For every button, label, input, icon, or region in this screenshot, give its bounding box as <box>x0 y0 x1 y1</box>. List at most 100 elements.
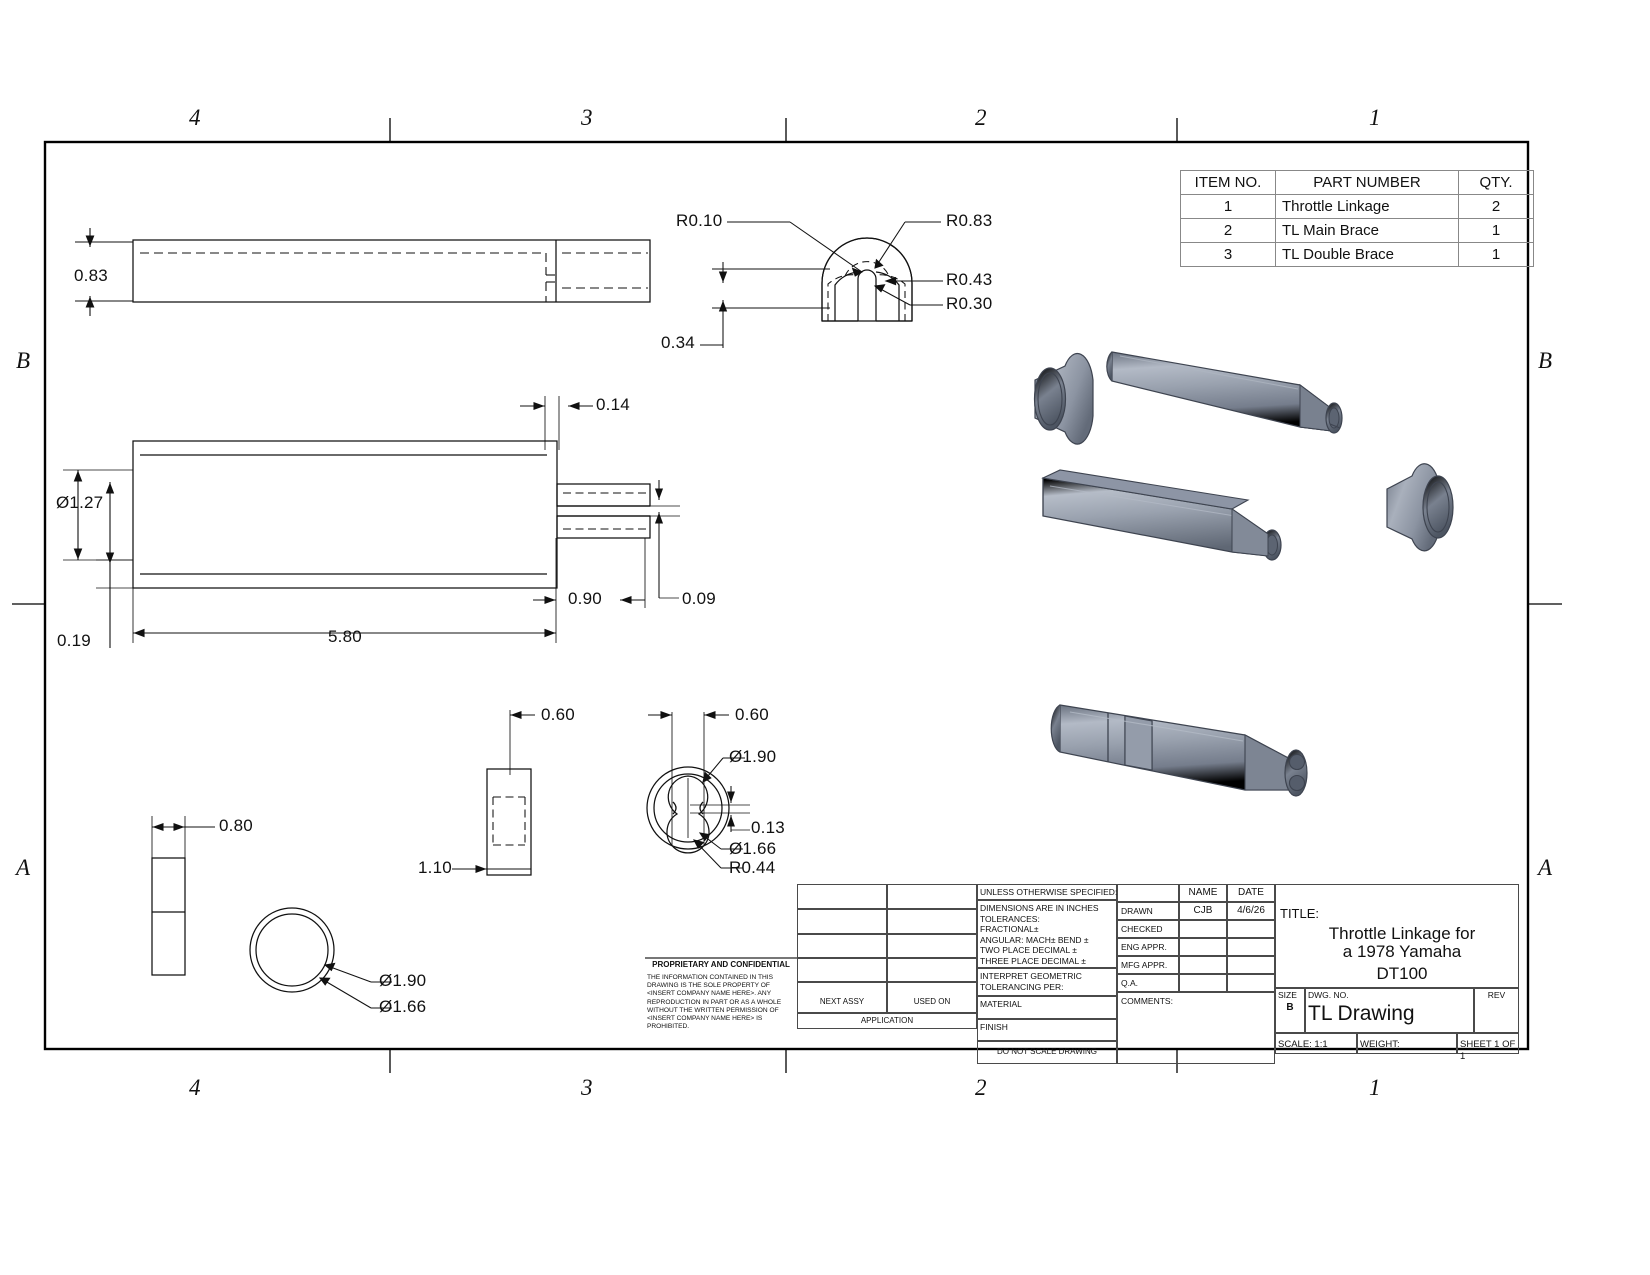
tb-cell-mfgappr <box>1117 956 1179 974</box>
isometric-models <box>1033 351 1454 797</box>
radii-leaders <box>727 221 943 306</box>
dim-text-019: 0.19 <box>57 631 91 650</box>
bom-cell-qty: 2 <box>1458 194 1534 219</box>
zone-top-4: 4 <box>189 105 201 130</box>
zone-top-2: 2 <box>975 105 987 130</box>
tb-cell-qa <box>1117 974 1179 992</box>
bom-row: 1 Throttle Linkage 2 <box>1180 194 1534 219</box>
tb-cell-r3c2 <box>887 934 977 958</box>
dim-text-080: 0.80 <box>219 816 253 835</box>
tb-cell-material <box>977 996 1117 1019</box>
tb-cell-scale <box>1275 1033 1357 1054</box>
dim-014 <box>520 396 593 450</box>
dim-080 <box>151 816 215 862</box>
proprietary-body: THE INFORMATION CONTAINED IN THIS DRAWIN… <box>647 974 782 1031</box>
tb-value-drawn-name: CJB <box>1193 905 1213 916</box>
tb-cell-sheet <box>1457 1033 1519 1054</box>
tb-label-checked: CHECKED <box>1121 924 1163 934</box>
tb-text-material: MATERIAL <box>980 999 1022 1009</box>
zone-right-A: A <box>1538 855 1553 880</box>
dim-110 <box>452 864 531 874</box>
dim-060a <box>509 710 535 775</box>
bom-header-part: PART NUMBER <box>1275 170 1459 195</box>
tb-cell-checked-d <box>1227 920 1275 938</box>
tb-label-qa: Q.A. <box>1121 978 1139 988</box>
bom-cell-item: 3 <box>1180 242 1276 267</box>
bom-header-qty: QTY. <box>1458 170 1534 195</box>
view-mid-rect <box>486 768 532 876</box>
tb-cell-nextassy <box>797 982 887 1013</box>
dim-text-d166b: Ø1.66 <box>729 839 777 858</box>
tb-cell-r2c1 <box>797 909 887 934</box>
model-tl-main-brace-assembly <box>1050 704 1308 797</box>
dim-009 <box>650 480 680 599</box>
dim-text-014: 0.14 <box>596 395 630 414</box>
tb-cell-qa-n <box>1179 974 1227 992</box>
dim-text-d190b: Ø1.90 <box>729 747 777 766</box>
zone-top-3: 3 <box>581 105 593 130</box>
tb-cell-checked-n <box>1179 920 1227 938</box>
tb-cell-r4c1 <box>797 958 887 982</box>
bom-cell-item: 1 <box>1180 194 1276 219</box>
tb-label-used-on: USED ON <box>913 997 951 1006</box>
tb-cell-title <box>1275 884 1519 988</box>
tb-label-size: SIZE <box>1278 990 1297 1000</box>
dim-text-d166a: Ø1.66 <box>379 997 427 1016</box>
tb-label-next-assy: NEXT ASSY <box>819 997 865 1006</box>
model-throttle-linkage <box>1106 351 1343 434</box>
bom-cell-part: TL Double Brace <box>1275 242 1459 267</box>
dim-text-110: 1.10 <box>418 858 452 877</box>
tb-cell-drawn-n <box>1179 902 1227 920</box>
tb-cell-mfgappr-n <box>1179 956 1227 974</box>
dim-text-090: 0.90 <box>568 589 602 608</box>
dim-text-060a: 0.60 <box>541 705 575 724</box>
bom-row: 2 TL Main Brace 1 <box>1180 218 1534 243</box>
bom-header-item: ITEM NO. <box>1180 170 1276 195</box>
model-tl-double-brace <box>1041 469 1282 561</box>
tb-cell-donotscale <box>977 1041 1117 1064</box>
tb-value-dwgno: TL Drawing <box>1308 1002 1415 1025</box>
dim-019 <box>96 482 133 648</box>
circle-leaders <box>318 962 392 1009</box>
bom-row: 3 TL Double Brace 1 <box>1180 242 1534 267</box>
bom-cell-qty: 1 <box>1458 242 1534 267</box>
tb-cell-r3c1 <box>797 934 887 958</box>
dim-034 <box>700 262 830 348</box>
tb-cell-unless <box>977 884 1117 900</box>
tb-text-tolerances: DIMENSIONS ARE IN INCHES TOLERANCES: FRA… <box>980 903 1099 966</box>
zone-right-B: B <box>1538 348 1553 373</box>
view-fig8-profile <box>646 712 730 854</box>
tb-cell-date-hdr <box>1227 884 1275 902</box>
tb-label-drawn: DRAWN <box>1121 906 1153 916</box>
tb-cell-r1c2 <box>887 884 977 909</box>
bom-cell-qty: 1 <box>1458 218 1534 243</box>
dim-text-009: 0.09 <box>682 589 716 608</box>
bom-cell-item: 2 <box>1180 218 1276 243</box>
fig8-leaders <box>690 757 750 869</box>
tb-cell-weight <box>1357 1033 1457 1054</box>
dim-090 <box>533 538 646 608</box>
tb-cell-tolerances <box>977 900 1117 968</box>
title-block: NEXT ASSY USED ON APPLICATION UNLESS OTH… <box>645 884 1519 1064</box>
tb-label-dwgno: DWG. NO. <box>1308 990 1349 1000</box>
sheet-frame <box>12 118 1562 1073</box>
dim-d127 <box>63 469 133 561</box>
tb-cell-engappr-d <box>1227 938 1275 956</box>
dim-text-083: 0.83 <box>74 266 108 285</box>
tb-cell-rev <box>1474 988 1519 1033</box>
proprietary-divider <box>645 957 797 959</box>
tb-cell-dwgno <box>1305 988 1474 1033</box>
tb-cell-appr-blank <box>1117 884 1179 902</box>
view-small-rect <box>151 857 186 976</box>
tb-label-date: DATE <box>1238 887 1264 898</box>
bom-cell-part: Throttle Linkage <box>1275 194 1459 219</box>
dim-text-r030: R0.30 <box>946 294 993 313</box>
tb-text-donotscale: DO NOT SCALE DRAWING <box>996 1047 1097 1056</box>
zone-bot-3: 3 <box>581 1075 593 1100</box>
dim-text-d190a: Ø1.90 <box>379 971 427 990</box>
view-circles <box>249 907 335 993</box>
tb-cell-r2c2 <box>887 909 977 934</box>
tb-cell-finish <box>977 1019 1117 1041</box>
dim-text-d127: Ø1.27 <box>56 493 104 512</box>
